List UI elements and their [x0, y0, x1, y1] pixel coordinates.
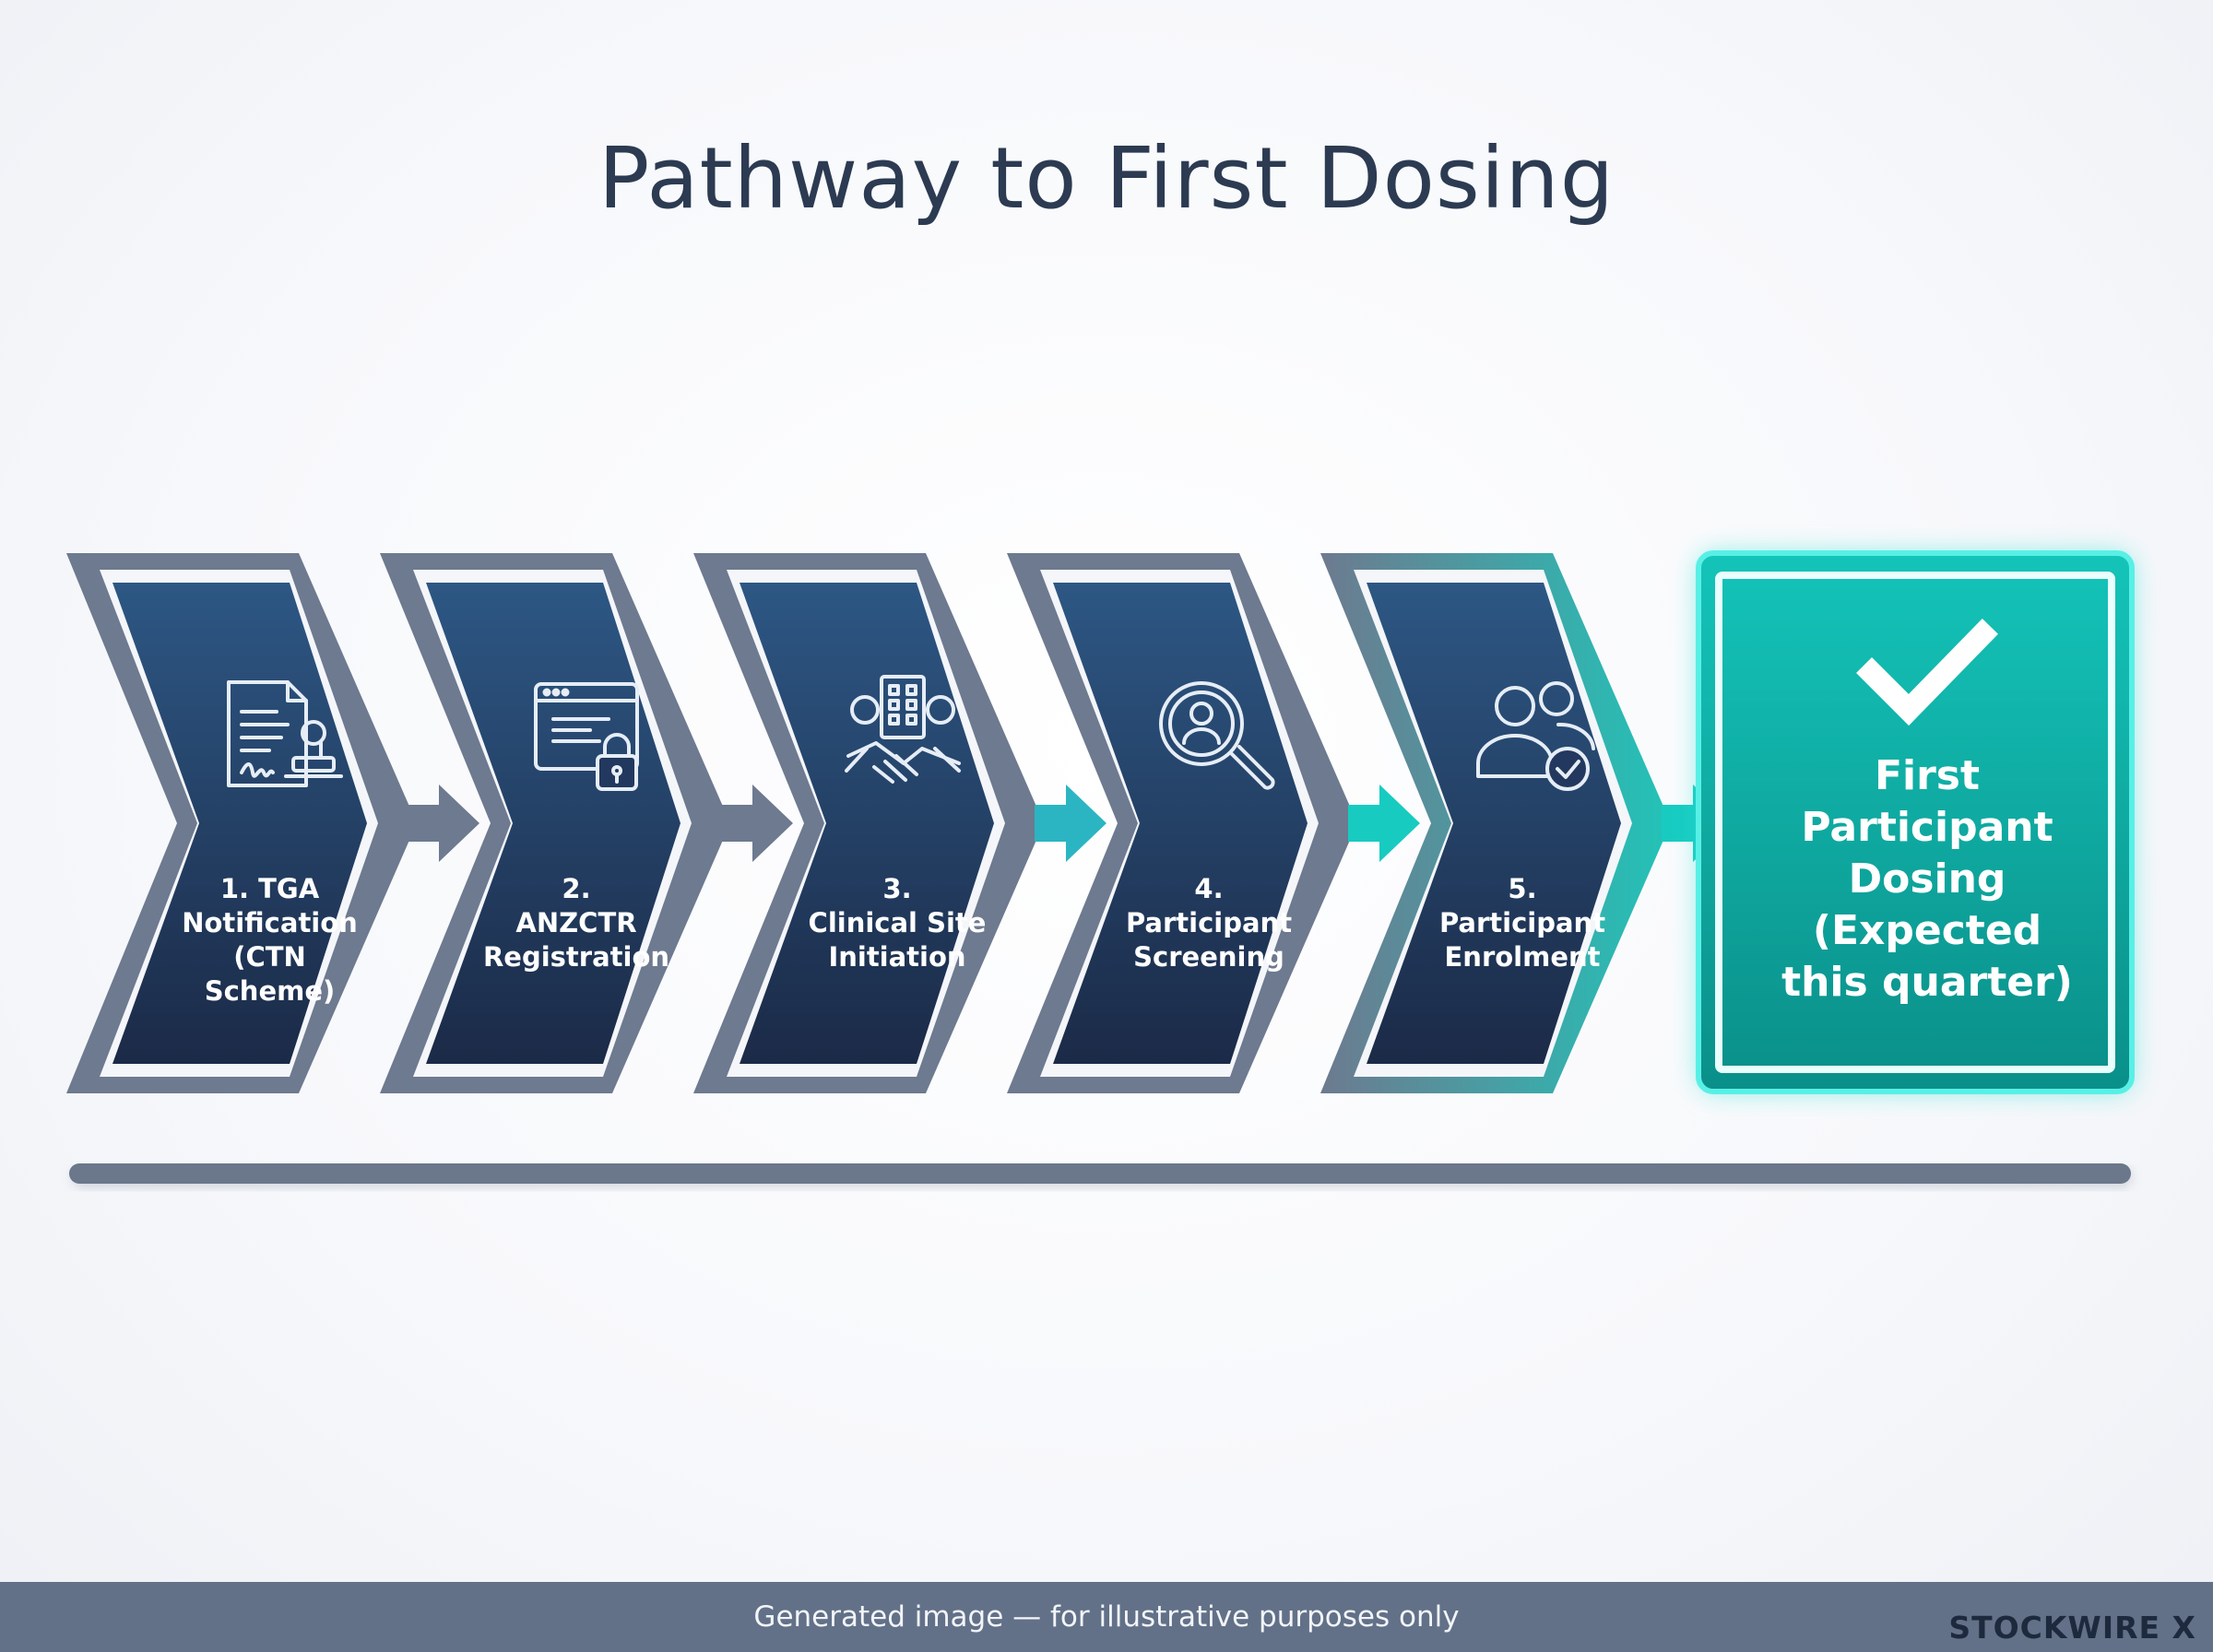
step-2-chevron [426, 583, 680, 1064]
step-1-chevron [112, 583, 367, 1064]
connector-arrow-4 [1348, 785, 1420, 862]
connector-arrow-3 [1035, 785, 1106, 862]
magnifier-person-icon [1159, 681, 1275, 790]
browser-lock-icon [534, 682, 639, 791]
step-5-chevron [1367, 583, 1621, 1064]
footer-disclaimer: Generated image — for illustrative purpo… [753, 1600, 1460, 1634]
building-handshake-icon [845, 675, 961, 784]
connector-arrow-1 [408, 785, 479, 862]
footer-bar: Generated image — for illustrative purpo… [0, 1582, 2213, 1652]
checkmark-icon [1856, 619, 1998, 726]
page-title: Pathway to First Dosing [598, 129, 1615, 228]
final-step-box [1696, 550, 2135, 1094]
brand-logo: STOCKWIRE X [1948, 1610, 2196, 1646]
step-4-chevron [1053, 583, 1308, 1064]
people-check-icon [1476, 681, 1595, 791]
document-stamp-icon [227, 680, 343, 787]
connector-arrow-2 [721, 785, 793, 862]
timeline-bar [69, 1163, 2131, 1184]
